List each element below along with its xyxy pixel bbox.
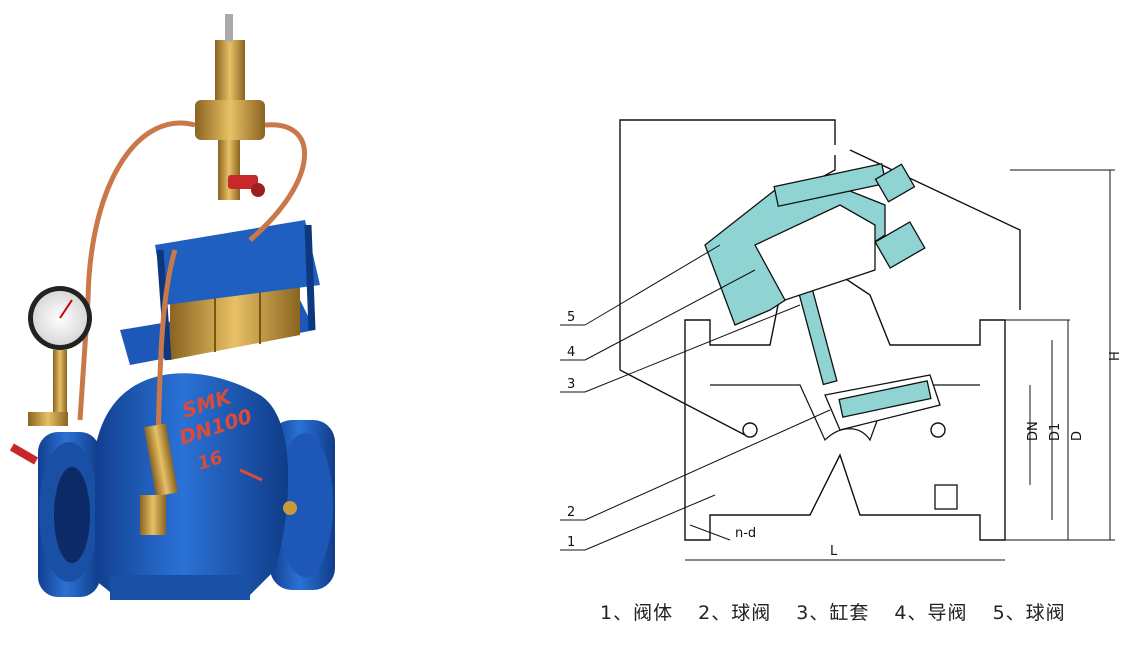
valve-body xyxy=(95,373,289,600)
dim-label-D: D xyxy=(1070,431,1085,441)
callout-2: 2 xyxy=(567,505,575,520)
callout-3: 3 xyxy=(567,377,575,392)
valve-product-illustration: SMK DN100 16 xyxy=(9,14,335,600)
flow-passage xyxy=(710,384,980,442)
pilot-valve xyxy=(195,14,265,200)
callout-4: 4 xyxy=(567,345,575,360)
callout-5: 5 xyxy=(567,310,575,325)
legend-item-1: 1、阀体 xyxy=(600,602,674,624)
red-handle-ball-valve xyxy=(228,175,265,197)
sectional-drawing: L n-d DN D1 D H 5 4 3 2 1 xyxy=(560,119,1123,561)
dim-label-D1: D1 xyxy=(1048,423,1063,441)
dim-label-H: H xyxy=(1108,351,1123,361)
legend-item-5: 5、球阀 xyxy=(992,602,1066,624)
dim-label-L: L xyxy=(830,544,838,559)
copper-tube-front xyxy=(155,249,178,441)
dim-label-DN: DN xyxy=(1026,421,1041,441)
top-cover xyxy=(155,220,320,305)
copper-tube-left xyxy=(77,120,196,421)
flow-arrow xyxy=(239,468,263,482)
legend-item-4: 4、导阀 xyxy=(894,602,968,624)
drain-plug-section xyxy=(934,484,958,510)
pilot-tubing-lower xyxy=(619,369,746,436)
copper-tube-right xyxy=(248,122,308,242)
parts-legend: 1、阀体 2、球阀 3、缸套 4、导阀 5、球阀 xyxy=(600,598,1120,625)
inlet-flange xyxy=(38,432,100,597)
leader-n-d xyxy=(689,524,731,541)
strainer xyxy=(140,423,178,535)
inlet-port-hole xyxy=(742,422,758,438)
pressure-gauge xyxy=(9,286,92,465)
dim-label-n-d: n-d xyxy=(735,526,756,541)
callout-1: 1 xyxy=(567,535,575,550)
outlet-port-hole xyxy=(930,422,946,438)
legend-item-3: 3、缸套 xyxy=(796,602,870,624)
legend-item-2: 2、球阀 xyxy=(698,602,772,624)
drain-plug xyxy=(283,501,297,515)
cylinder-sleeve-section xyxy=(754,204,876,301)
